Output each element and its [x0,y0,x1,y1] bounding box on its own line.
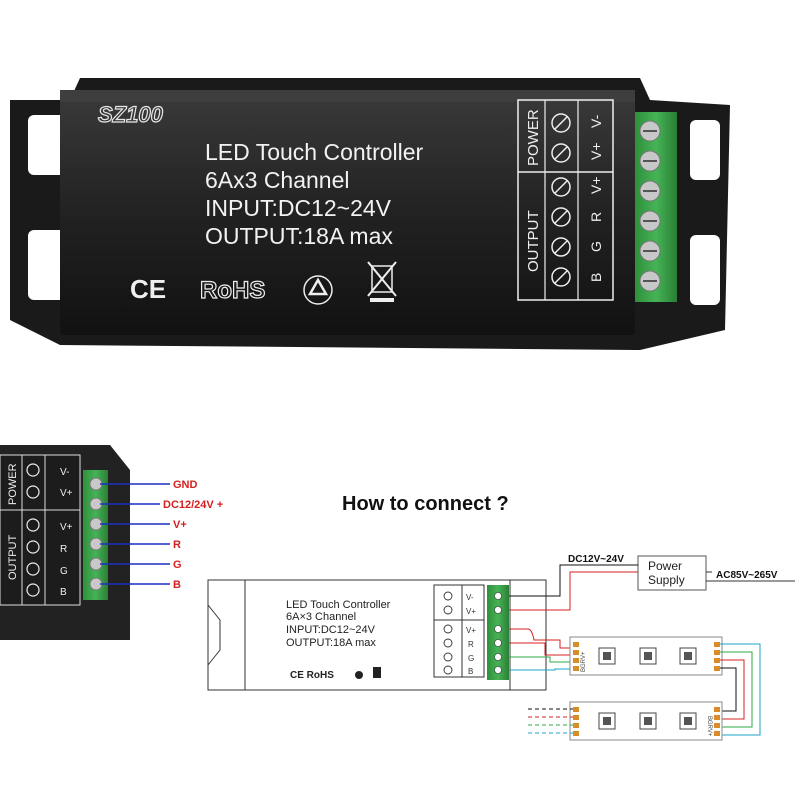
terminal-screws [639,120,661,292]
strip1-leds [598,647,697,665]
psu-input-label: DC12V~24V [568,554,624,565]
strip2-pads [573,707,720,736]
svg-text:R: R [60,544,67,555]
diagram-ctl-cert: CE RoHS [290,670,334,681]
flange-hole-left-bottom [28,230,68,300]
ac-input-label: AC85V~265V [716,570,778,581]
svg-text:B: B [60,587,67,598]
svg-text:G: G [60,566,68,577]
wiring-diagram: LED Touch Controller 6A×3 Channel INPUT:… [207,554,795,741]
svg-text:V-: V- [60,467,69,478]
flange-hole-right-top [690,120,720,180]
diagram-recycle-icon [355,671,363,679]
diagram-bin-icon [373,667,381,678]
pin-g-label: G [588,241,604,252]
flange-hole-right-bottom [690,235,720,305]
flange-hole-left-top [28,115,68,175]
pin-r-label: R [588,212,604,222]
ce-mark: CE [130,274,166,304]
terminal-power-label: POWER [525,109,542,166]
diagram-ctl-line1: LED Touch Controller [286,599,391,611]
continuation-wires [528,708,573,734]
product-channels: 6Ax3 Channel [205,167,350,193]
closeup-output-label: OUTPUT [7,535,19,581]
psu-label-line1: Power [648,559,682,573]
weee-bin-icon [367,261,397,302]
diagram-ctl-line3: INPUT:DC12~24V [286,624,376,636]
product-input-spec: INPUT:DC12~24V [205,195,392,221]
strip-jumper-wires [720,643,761,736]
svg-text:V-: V- [466,593,474,602]
svg-text:B: B [468,667,473,676]
psu-label-line2: Supply [648,573,685,587]
diagram-ctl-line2: 6A×3 Channel [286,611,356,623]
product-output-spec: OUTPUT:18A max [205,223,393,249]
connection-heading: How to connect ? [342,493,509,515]
product-photo: SZ100 LED Touch Controller 6Ax3 Channel … [10,78,730,350]
terminal-output-label: OUTPUT [525,210,542,272]
model-label: SZ100 [98,102,164,127]
terminal-block [635,112,677,302]
controller-housing [60,90,635,335]
svg-text:G: G [468,654,474,663]
svg-text:V+: V+ [60,488,73,499]
rohs-mark: RoHS [200,277,265,304]
recycle-icon [303,275,333,305]
pin-vplus-label: V+ [588,142,604,160]
wire-label-dc: DC12/24V + [163,499,223,511]
product-title: LED Touch Controller [205,139,424,165]
terminal-legend-panel [517,99,614,301]
wire-label-r: R [173,539,181,551]
screw-symbols [551,113,571,287]
wire-label-b: B [173,579,181,591]
diagram-wires [509,628,575,671]
pin-vplus2-label: V+ [588,176,604,194]
strip1-pins: BGRV+ [581,651,587,672]
strip2-pins: BGRV+ [706,716,712,737]
svg-text:V+: V+ [466,626,476,635]
closeup-photo: POWER OUTPUT V- V+ V+ R G B [0,445,223,640]
diagram-ctl-line4: OUTPUT:18A max [286,637,376,649]
svg-text:R: R [468,640,474,649]
closeup-power-label: POWER [7,463,19,505]
svg-text:V+: V+ [60,522,73,533]
wire-label-g: G [173,559,182,571]
svg-text:V+: V+ [466,607,476,616]
power-supply-box [637,555,707,591]
closeup-wires [100,483,170,585]
wire-label-vplus: V+ [173,519,187,531]
strip1-pads [573,642,720,671]
wire-label-gnd: GND [173,479,198,491]
strip2-leds [598,712,697,730]
pin-vminus-label: V- [588,114,604,128]
pin-b-label: B [588,273,604,282]
